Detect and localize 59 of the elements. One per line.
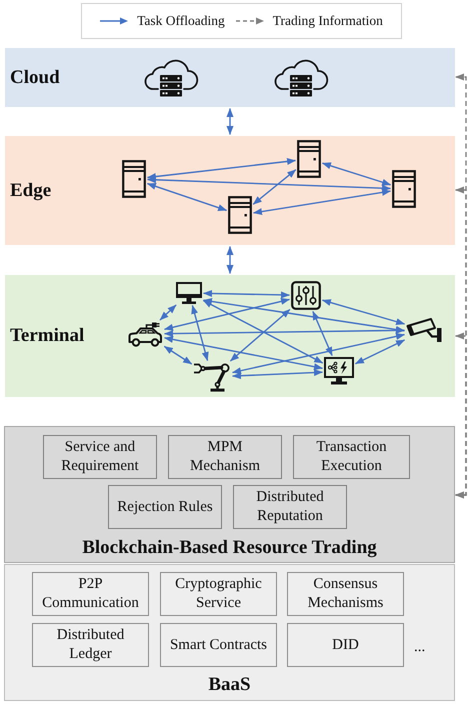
double-arrow bbox=[232, 333, 405, 374]
double-arrow bbox=[146, 182, 228, 212]
server-icon bbox=[122, 160, 146, 198]
double-arrow bbox=[203, 298, 405, 333]
module-box: MPM Mechanism bbox=[168, 435, 282, 479]
layer-band bbox=[5, 48, 455, 107]
layer-label: Edge bbox=[10, 180, 52, 202]
monitor-icon bbox=[176, 282, 202, 304]
panel-title: Blockchain-Based Resource Trading bbox=[82, 537, 377, 559]
double-arrow bbox=[232, 369, 323, 380]
module-box: Smart Contracts bbox=[160, 623, 277, 667]
layer-panel bbox=[4, 564, 455, 701]
double-arrow bbox=[202, 300, 324, 364]
layer-band bbox=[5, 275, 455, 397]
double-arrow bbox=[164, 298, 290, 331]
double-arrow bbox=[226, 246, 234, 274]
double-arrow bbox=[252, 169, 296, 205]
layer-panel bbox=[4, 426, 455, 563]
dashed-double-arrow bbox=[455, 332, 467, 498]
module-box: Rejection Rules bbox=[108, 485, 222, 529]
double-arrow bbox=[322, 299, 406, 325]
double-arrow bbox=[312, 310, 333, 356]
legend-label: Trading Information bbox=[272, 12, 383, 30]
cloud-server-icon bbox=[143, 58, 199, 98]
double-arrow bbox=[354, 339, 406, 364]
layer-band bbox=[5, 136, 455, 245]
double-arrow bbox=[164, 336, 323, 370]
ellipsis-text: ... bbox=[414, 638, 426, 656]
double-arrow bbox=[160, 304, 177, 321]
double-arrow bbox=[230, 308, 290, 362]
double-arrow bbox=[322, 162, 392, 186]
module-box: Transaction Execution bbox=[293, 435, 410, 479]
double-arrow bbox=[164, 346, 192, 365]
module-box: Consensus Mechanisms bbox=[287, 572, 404, 616]
module-box: Cryptographic Service bbox=[160, 572, 277, 616]
double-arrow bbox=[253, 188, 391, 216]
electric-car-icon bbox=[127, 321, 163, 347]
layer-label: Terminal bbox=[10, 325, 84, 347]
double-arrow bbox=[226, 108, 234, 135]
double-arrow bbox=[164, 326, 405, 338]
sliders-icon bbox=[291, 281, 321, 310]
module-box: Distributed Ledger bbox=[32, 623, 149, 667]
server-icon bbox=[392, 170, 416, 208]
server-icon bbox=[297, 140, 321, 178]
panel-title: BaaS bbox=[208, 674, 251, 696]
module-box: P2P Communication bbox=[32, 572, 149, 616]
double-arrow bbox=[203, 290, 290, 298]
cloud-server-icon bbox=[273, 58, 329, 98]
module-box: DID bbox=[287, 623, 404, 667]
double-arrow bbox=[147, 176, 391, 192]
server-icon bbox=[228, 196, 252, 234]
double-arrow bbox=[191, 304, 209, 362]
layer-label: Cloud bbox=[10, 66, 60, 88]
robot-arm-icon bbox=[193, 362, 231, 392]
module-box: Distributed Reputation bbox=[233, 485, 347, 529]
double-arrow bbox=[147, 158, 296, 180]
legend-label: Task Offloading bbox=[137, 12, 225, 30]
computer-icon bbox=[324, 357, 354, 386]
module-box: Service and Requirement bbox=[43, 435, 157, 479]
